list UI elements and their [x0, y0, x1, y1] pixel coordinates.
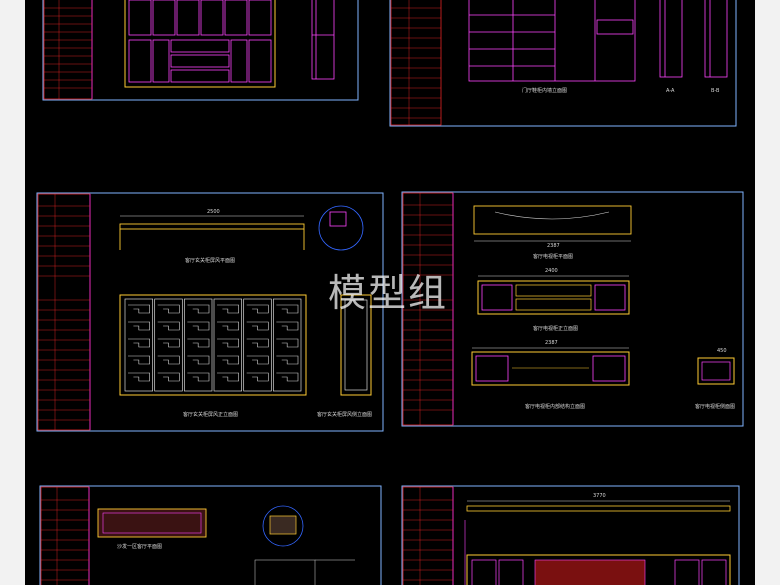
sheet-2-plan-caption: 客厅玄关柜屏风平面图	[185, 257, 235, 264]
screen-fret-pattern	[187, 321, 210, 331]
screen-panel	[124, 298, 154, 392]
screen-fret-pattern	[128, 304, 150, 314]
screen-fret-pattern	[157, 338, 180, 348]
cad-drawing-canvas: 门厅鞋柜内墙立面图 A-A B-B	[25, 0, 755, 585]
sheet-1b-section-a-label: A-A	[666, 88, 675, 94]
screen-fret-pattern	[128, 355, 150, 365]
screen-fret-pattern	[187, 338, 210, 348]
sheet-2-elevation-caption: 客厅玄关柜屏风正立面图	[183, 411, 238, 418]
screen-fret-pattern	[157, 372, 180, 382]
sheet-2-frame: 2500 客厅玄关柜屏风平面图 客厅玄关柜屏风正立面图 客厅玄关柜屏风侧立面图	[36, 192, 384, 432]
sheet-3-tv-cabinet-inner: 2387 客厅电视柜内部结构立面图	[471, 340, 630, 410]
sheet-1b-frame: 门厅鞋柜内墙立面图 A-A B-B	[389, 0, 737, 127]
sheet-1-side-section	[311, 0, 335, 80]
screen-fret-pattern	[246, 321, 269, 331]
screen-fret-pattern	[187, 304, 210, 314]
sheet-3-side-caption: 客厅电视柜侧面图	[695, 403, 735, 410]
sheet-4-plan-caption: 沙发一区客厅平面图	[117, 543, 162, 550]
watermark: 模型组	[328, 271, 448, 315]
sheet-3-inner-width: 2387	[545, 340, 558, 346]
screen-fret-pattern	[157, 355, 180, 365]
sheet-2-side-caption: 客厅玄关柜屏风侧立面图	[317, 411, 372, 418]
sheet-4-frame: 沙发一区客厅平面图	[39, 485, 382, 585]
screen-panel	[213, 298, 243, 392]
sheet-2-screen-elevation	[119, 294, 307, 396]
screen-fret-pattern	[276, 321, 299, 331]
sheet-3-plan-width: 2387	[547, 243, 560, 249]
screen-panel	[243, 298, 272, 392]
sheet-3-tv-cabinet-plan: 2387 客厅电视柜平面图	[473, 205, 632, 260]
screen-panel	[183, 298, 213, 392]
screen-fret-pattern	[246, 338, 269, 348]
sheet-3-inner-caption: 客厅电视柜内部结构立面图	[525, 403, 585, 410]
screen-fret-pattern	[276, 355, 299, 365]
screen-fret-pattern	[217, 304, 239, 314]
sheet-3-frame: 2387 客厅电视柜平面图 2400 客厅电视柜正立面图 2387	[401, 191, 744, 427]
sheet-1b-section-a	[659, 0, 683, 78]
sheet-3-front-width: 2400	[545, 268, 558, 274]
screen-fret-pattern	[128, 372, 150, 382]
sheet-3-front-caption: 客厅电视柜正立面图	[533, 325, 578, 332]
screen-fret-pattern	[217, 372, 239, 382]
screen-fret-pattern	[276, 304, 299, 314]
cad-drawing: 门厅鞋柜内墙立面图 A-A B-B	[36, 0, 744, 585]
screen-fret-pattern	[217, 355, 239, 365]
screen-fret-pattern	[187, 372, 210, 382]
sheet-1-frame	[42, 0, 359, 101]
sheet-3-tv-cabinet-front: 2400 客厅电视柜正立面图	[477, 268, 630, 332]
sheet-2-detail-bubble	[318, 205, 364, 251]
sheet-1b-section-b	[704, 0, 728, 78]
screen-fret-pattern	[246, 304, 269, 314]
screen-fret-pattern	[187, 355, 210, 365]
sheet-5-frame: 3770	[401, 485, 740, 585]
sheet-1b-elevation-caption: 门厅鞋柜内墙立面图	[522, 87, 567, 94]
screen-fret-pattern	[128, 338, 150, 348]
sheet-1-wardrobe	[124, 0, 276, 88]
sheet-1b-shoe-cabinet	[468, 0, 636, 82]
screen-fret-pattern	[217, 338, 239, 348]
sheet-4-sofa-plan: 沙发一区客厅平面图	[97, 508, 207, 550]
sheet-5-overall-width: 3770	[593, 493, 606, 499]
sheet-4-detail-bubble	[262, 505, 304, 547]
sheet-4-lower-detail	[254, 559, 355, 585]
screen-fret-pattern	[157, 321, 180, 331]
screen-panel	[154, 298, 183, 392]
sheet-3-tv-cabinet-side: 450 客厅电视柜侧面图	[695, 348, 735, 410]
screen-fret-pattern	[157, 304, 180, 314]
sheet-3-side-depth: 450	[717, 348, 727, 354]
screen-panel	[272, 298, 302, 392]
screen-fret-pattern	[276, 372, 299, 382]
sheet-3-plan-caption: 客厅电视柜平面图	[533, 253, 573, 260]
screen-fret-pattern	[217, 321, 239, 331]
sheet-1-title-block-rows	[44, 0, 92, 99]
sheet-1b-section-b-label: B-B	[711, 88, 720, 94]
screen-fret-pattern	[246, 372, 269, 382]
screen-fret-pattern	[246, 355, 269, 365]
screen-fret-pattern	[128, 321, 150, 331]
sheet-5-wall-elevation: 3770	[464, 493, 731, 585]
sheet-2-screen-side	[340, 294, 372, 396]
screen-fret-pattern	[276, 338, 299, 348]
sheet-2-overall-width: 2500	[207, 209, 220, 215]
sheet-2-screen-plan: 2500 客厅玄关柜屏风平面图	[119, 209, 305, 264]
